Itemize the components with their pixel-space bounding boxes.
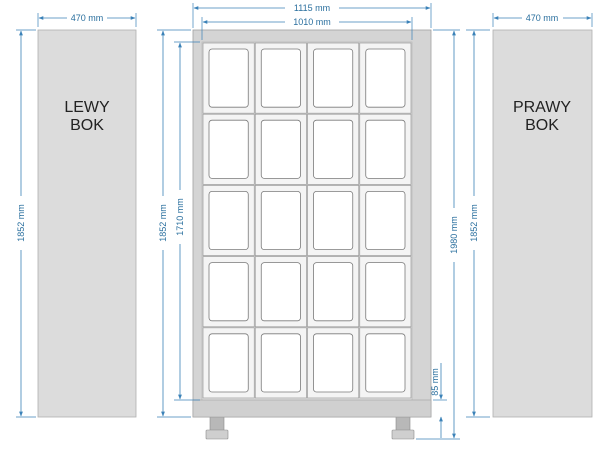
left-panel-height-dimension: 1852 mm: [16, 29, 36, 418]
left-panel-body: [37, 29, 137, 418]
compartment-door: [208, 48, 249, 108]
front-outer-width-dimension: 1115 mm: [192, 3, 432, 28]
locker-front: 1115 mm 1010 mm 1852 mm 1710 mm: [157, 3, 460, 440]
front-body-height-label: 1852 mm: [158, 204, 168, 242]
compartment-door: [313, 333, 354, 393]
front-inner-height-label: 1710 mm: [175, 198, 185, 236]
foot-height-dimension: 85 mm: [430, 363, 447, 438]
compartment-grid: [202, 42, 412, 399]
compartment-door: [260, 262, 301, 322]
compartment-door: [208, 262, 249, 322]
right-panel-height-dimension: 1852 mm: [466, 29, 490, 418]
left-panel-height-label: 1852 mm: [16, 204, 26, 242]
compartment-door: [260, 190, 301, 250]
front-outer-width-label: 1115 mm: [294, 3, 330, 13]
compartment-door: [260, 119, 301, 179]
front-total-height-label: 1980 mm: [449, 216, 459, 254]
front-inner-width-dimension: 1010 mm: [201, 17, 413, 40]
right-side-panel: PRAWY BOK 470 mm 1852 mm: [466, 13, 593, 418]
compartment-door: [365, 262, 406, 322]
compartment-door: [313, 190, 354, 250]
compartment-door: [365, 333, 406, 393]
left-side-panel: LEWY BOK 470 mm 1852 mm: [16, 13, 137, 418]
left-panel-label-line1: LEWY: [64, 99, 110, 116]
compartment-door: [365, 119, 406, 179]
compartment-door: [313, 262, 354, 322]
front-body-height-dimension: 1852 mm: [157, 29, 191, 418]
compartment-door: [260, 333, 301, 393]
left-foot: [205, 416, 229, 440]
locker-base: [192, 399, 432, 418]
compartment-door: [208, 333, 249, 393]
right-panel-body: [492, 29, 593, 418]
compartment-door: [313, 48, 354, 108]
left-panel-width-label: 470 mm: [71, 13, 104, 23]
front-inner-height-dimension: 1710 mm: [174, 41, 200, 401]
compartment-door: [208, 190, 249, 250]
right-panel-height-label: 1852 mm: [469, 204, 479, 242]
compartment-door: [313, 119, 354, 179]
compartment-door: [260, 48, 301, 108]
right-panel-width-dimension: 470 mm: [492, 13, 593, 27]
front-inner-width-label: 1010 mm: [293, 17, 331, 27]
right-panel-width-label: 470 mm: [526, 13, 559, 23]
compartment-door: [365, 48, 406, 108]
left-panel-width-dimension: 470 mm: [37, 13, 137, 27]
front-total-height-dimension: 1980 mm: [416, 29, 460, 440]
left-panel-label-line2: BOK: [70, 117, 104, 134]
compartment-door: [208, 119, 249, 179]
compartment-door: [365, 190, 406, 250]
right-panel-label-line1: PRAWY: [513, 99, 571, 116]
foot-height-label: 85 mm: [430, 368, 440, 396]
right-panel-label-line2: BOK: [525, 117, 559, 134]
right-foot: [391, 416, 415, 440]
